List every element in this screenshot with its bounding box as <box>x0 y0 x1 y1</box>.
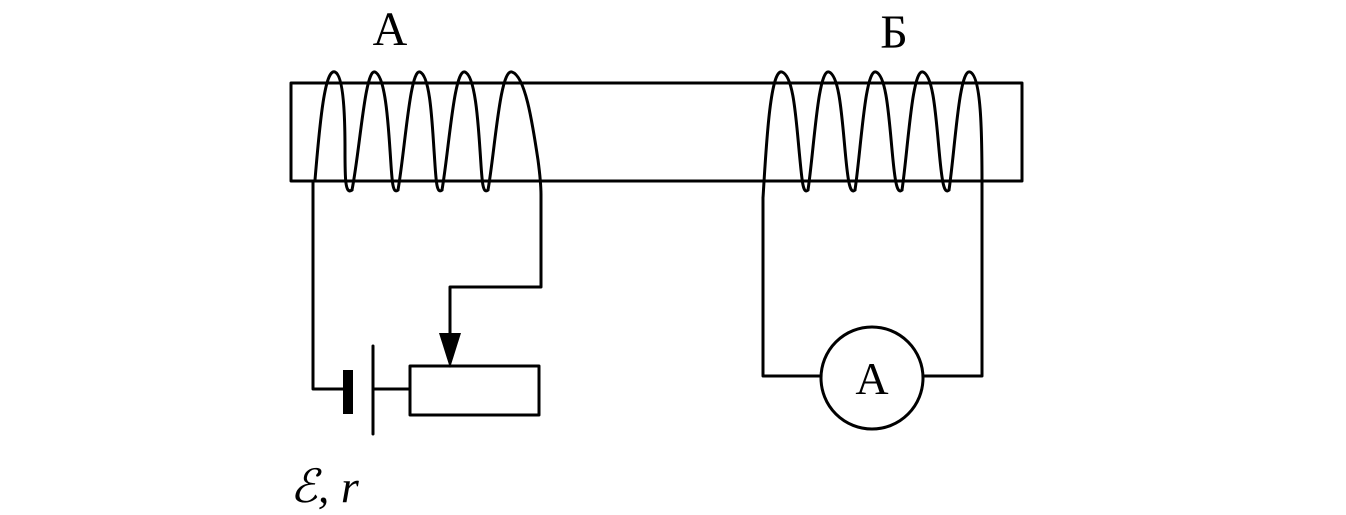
iron-core <box>289 81 1024 183</box>
coil-a <box>313 70 543 197</box>
ammeter-circle <box>819 325 925 431</box>
rheostat <box>408 333 541 417</box>
battery-symbol <box>343 344 375 436</box>
coil-b-label: Б <box>880 6 908 59</box>
ammeter-label: A <box>855 353 888 404</box>
circuit-b-wires <box>761 181 984 378</box>
emf-label: ℰ, r <box>290 461 360 512</box>
coil-a-label: А <box>373 3 408 56</box>
coil-b <box>761 70 984 200</box>
circuit-a-wires <box>311 179 543 391</box>
